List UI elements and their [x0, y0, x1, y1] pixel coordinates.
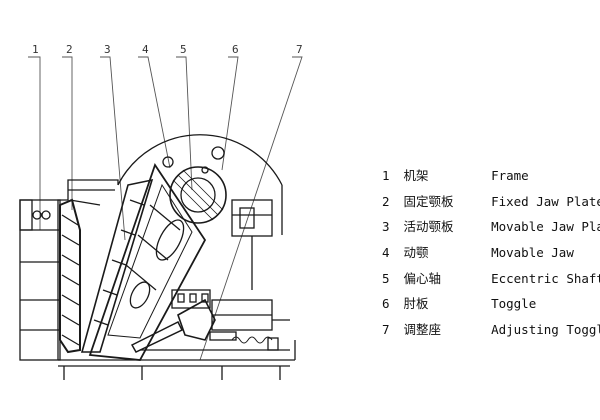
legend-english-label: Eccentric Shaft	[491, 270, 600, 286]
legend-item-toggle: 6 肘板 Toggle	[382, 291, 600, 317]
callout-number-2: 2	[66, 43, 73, 56]
legend-chinese-label: 肘板	[403, 296, 429, 312]
legend-number: 5	[382, 270, 390, 286]
legend-english-label: Fixed Jaw Plate	[491, 193, 600, 209]
legend-number: 6	[382, 296, 390, 312]
fixed-jaw-plate	[59, 198, 81, 354]
parts-legend: 1 机架 Frame 2 固定颚板 Fixed Jaw Plate 3 活动颚板…	[382, 163, 600, 343]
leader-line-2	[62, 56, 73, 210]
callout-number-1: 1	[32, 43, 39, 56]
legend-chinese-label: 活动颚板	[403, 219, 454, 235]
legend-chinese-label: 固定颚板	[403, 193, 454, 209]
legend-item-movable-jaw-plate: 3 活动颚板 Movable Jaw Plate	[382, 214, 600, 240]
frame-body	[19, 179, 296, 367]
legend-item-adjusting-toggle-seat: 7 调整座 Adjusting Toggle Seat	[382, 317, 600, 343]
movable-jaw-plate	[80, 178, 154, 353]
movable-jaw	[88, 162, 207, 361]
adjusting-toggle-seat	[140, 298, 290, 351]
legend-item-fixed-jaw-plate: 2 固定颚板 Fixed Jaw Plate	[382, 189, 600, 215]
legend-item-movable-jaw: 4 动颚 Movable Jaw	[382, 240, 600, 266]
legend-chinese-label: 动颚	[403, 245, 429, 261]
leader-line-6	[221, 56, 239, 171]
foot-bolts	[63, 366, 281, 380]
legend-number: 7	[382, 322, 390, 338]
legend-item-eccentric-shaft: 5 偏心轴 Eccentric Shaft	[382, 266, 600, 292]
leader-line-1	[28, 56, 41, 230]
eccentric-shaft	[162, 146, 227, 224]
callout-number-7: 7	[296, 43, 303, 56]
legend-chinese-label: 调整座	[403, 322, 442, 338]
legend-chinese-label: 偏心轴	[403, 270, 442, 286]
toggle-plate	[130, 289, 211, 353]
legend-english-label: Movable Jaw	[491, 245, 574, 261]
callout-number-5: 5	[180, 43, 187, 56]
leader-line-7	[199, 56, 303, 361]
leader-line-3	[100, 56, 126, 241]
legend-english-label: Movable Jaw Plate	[491, 219, 600, 235]
callout-number-3: 3	[104, 43, 111, 56]
leader-line-5	[176, 56, 193, 191]
legend-english-label: Toggle	[491, 296, 537, 312]
legend-number: 3	[382, 219, 390, 235]
leader-lines	[28, 56, 303, 361]
legend-item-frame: 1 机架 Frame	[382, 163, 600, 189]
legend-number: 1	[382, 168, 390, 183]
legend-english-label: Frame	[491, 168, 529, 183]
leader-line-4	[138, 56, 171, 169]
legend-number: 4	[382, 245, 390, 261]
callout-number-6: 6	[232, 43, 239, 56]
legend-english-label: Adjusting Toggle Seat	[491, 322, 600, 338]
legend-number: 2	[382, 193, 390, 209]
flywheel-outline	[117, 134, 283, 186]
callout-number-4: 4	[142, 43, 149, 56]
legend-chinese-label: 机架	[403, 168, 429, 183]
